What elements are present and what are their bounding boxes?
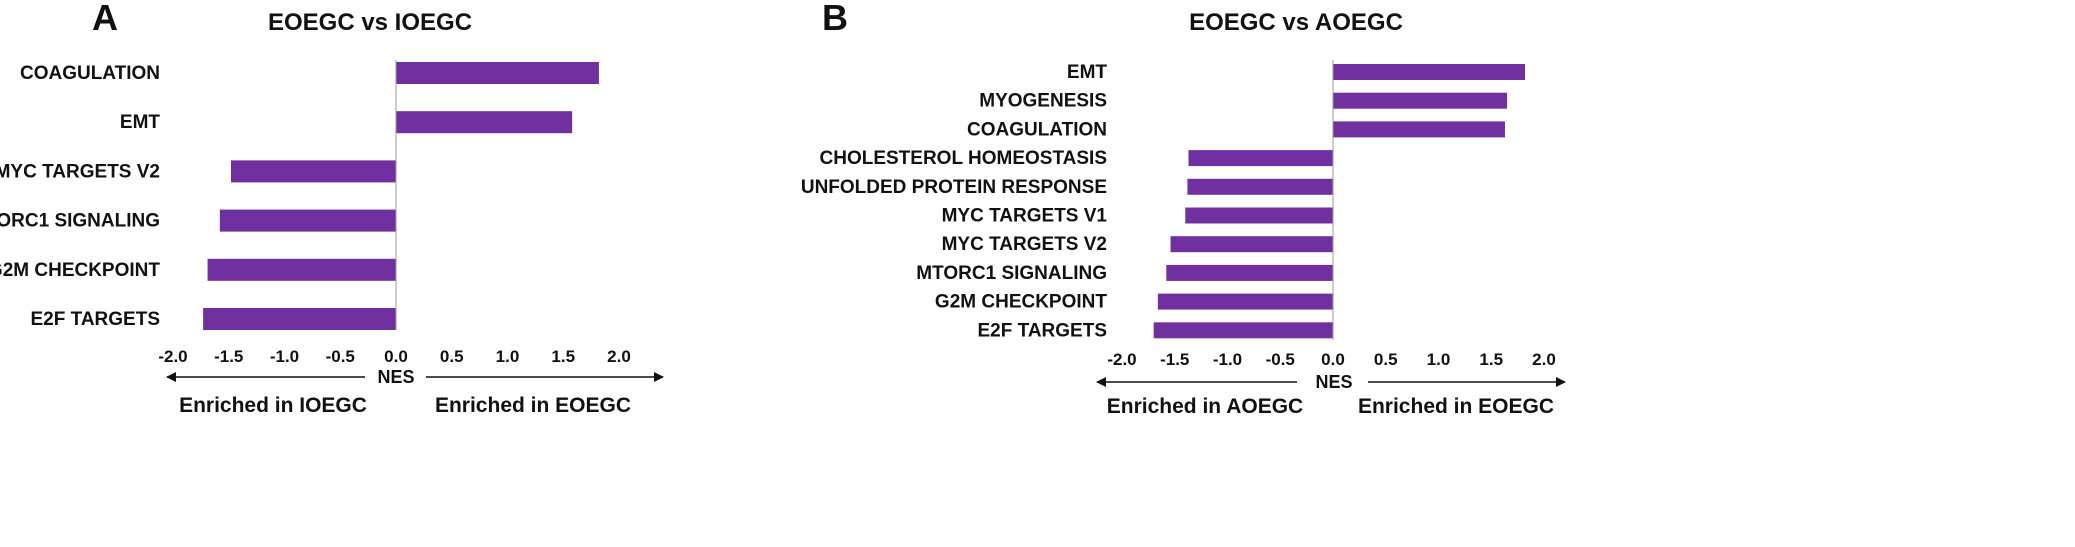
panel-b-x-tick-label: 0.0 [1321,350,1345,369]
panel-b-title: EOEGC vs AOEGC [1189,9,1403,36]
panel-b-x-tick-label: -1.5 [1160,350,1189,369]
panel-b-bar [1153,322,1333,339]
panel-a-x-tick-label: 2.0 [607,347,631,366]
panel-b-category-labels: EMT MYOGENESIS COAGULATION CHOLESTEROL HOME… [801,62,1108,341]
panel-b-category-label: MTORC1 SIGNALING [916,263,1107,284]
panel-a-x-tick-label: -0.5 [326,347,355,366]
panel-b-bar [1333,92,1508,109]
panel-a-x-tick-label: 0.5 [440,347,464,366]
panel-a-x-tick-label: -2.0 [158,347,187,366]
panel-a-bar [203,308,396,330]
panel-b-x-tick-labels: -2.0 -1.5 -1.0 -0.5 0.0 0.5 1.0 1.5 2.0 [1107,350,1555,369]
panel-a-bar [230,160,396,183]
panel-b-bar [1187,178,1333,195]
panel-b-category-label: COAGULATION [967,119,1107,140]
panel-b-category-label: CHOLESTEROL HOMEOSTASIS [820,148,1108,169]
panel-a-category-label: MYC TARGETS V2 [0,161,160,182]
panel-b-x-tick-label: -1.0 [1213,350,1242,369]
panel-b-x-tick-label: 2.0 [1532,350,1556,369]
panel-a-bars [203,62,599,330]
panel-a-right-note: Enriched in EOEGC [435,394,631,417]
panel-a-x-tick-label: -1.5 [214,347,243,366]
panel-b-letter: B [822,0,848,38]
panel-b-bars [1153,64,1526,339]
panel-b-category-label: E2F TARGETS [978,320,1108,341]
panel-b-category-label: MYC TARGETS V2 [942,234,1107,255]
panel-b-x-axis-label: NES [1315,372,1352,392]
panel-a-letter: A [92,0,118,38]
panel-b: B EOEGC vs AOEGC EMT MYOGENESIS COAGULATIO… [801,0,1566,418]
panel-b-x-tick-label: 0.5 [1374,350,1398,369]
panel-b-category-label: MYOGENESIS [979,91,1107,112]
panel-b-category-label: G2M CHECKPOINT [935,292,1107,313]
panel-b-category-label: EMT [1067,62,1108,83]
panel-a-category-label: COAGULATION [20,63,160,84]
panel-a-bar [219,209,396,232]
panel-a-bar [396,111,573,134]
panel-a: A EOEGC vs IOEGC COAGULATION EMT MYC TARGE… [0,0,664,417]
panel-b-right-note: Enriched in EOEGC [1358,395,1554,418]
panel-a-x-tick-label: 1.0 [496,347,520,366]
panel-a-bar [396,62,599,84]
panel-b-bar [1166,264,1333,281]
panel-b-bar [1170,236,1333,253]
panel-a-left-note: Enriched in IOEGC [179,394,367,417]
panel-b-bar [1185,207,1333,224]
panel-b-x-tick-label: 1.0 [1427,350,1451,369]
panel-a-x-tick-label: -1.0 [270,347,299,366]
panel-b-x-tick-label: -0.5 [1266,350,1295,369]
panel-b-category-label: UNFOLDED PROTEIN RESPONSE [801,177,1107,198]
panel-b-category-label: MYC TARGETS V1 [942,206,1108,227]
panel-a-category-label: G2M CHECKPOINT [0,260,160,281]
panel-a-x-axis-label: NES [377,367,414,387]
panel-b-x-tick-label: -2.0 [1107,350,1136,369]
panel-a-x-tick-label: 1.5 [551,347,575,366]
panel-b-bar [1188,150,1333,167]
panel-a-bar [207,258,396,281]
panel-a-category-label: MTORC1 SIGNALING [0,211,160,232]
panel-b-bar [1333,121,1505,138]
panel-a-category-label: E2F TARGETS [31,309,161,330]
panel-b-bar [1157,293,1333,310]
panel-b-x-tick-label: 1.5 [1479,350,1503,369]
panel-b-left-note: Enriched in AOEGC [1107,395,1303,418]
panel-a-category-labels: COAGULATION EMT MYC TARGETS V2 MTORC1 SIGNA… [0,63,160,330]
panel-a-category-label: EMT [120,112,161,133]
panel-a-title: EOEGC vs IOEGC [268,9,472,36]
panel-b-bar [1333,64,1526,80]
panel-a-x-tick-labels: -2.0 -1.5 -1.0 -0.5 0.0 0.5 1.0 1.5 2.0 [158,347,630,366]
panel-a-x-tick-label: 0.0 [384,347,408,366]
